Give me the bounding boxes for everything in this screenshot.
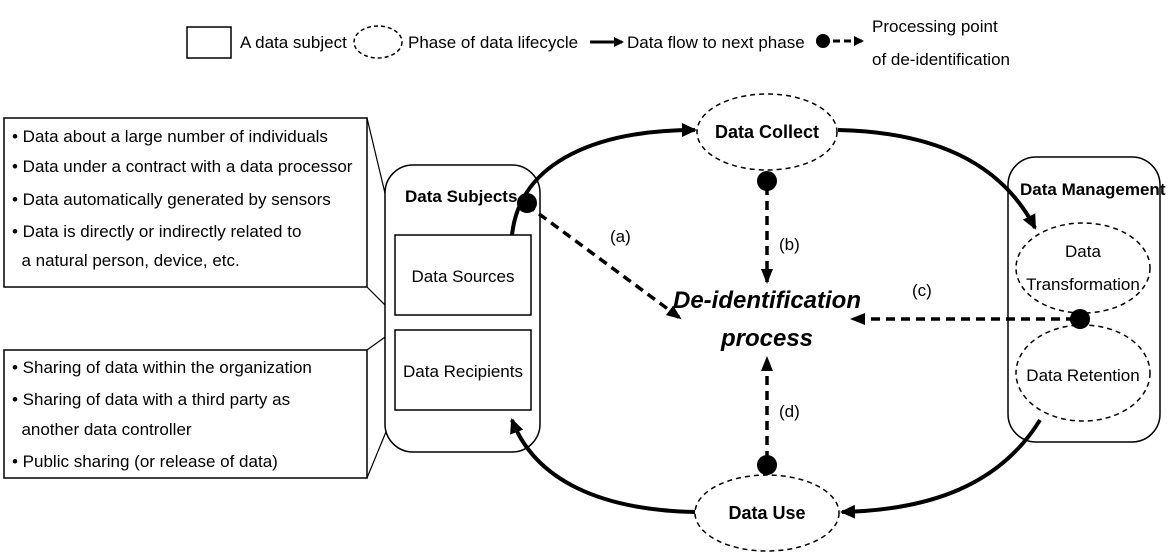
legend-processing-label-1: Processing point [872, 17, 998, 36]
data-sources-box [394, 234, 532, 316]
data-management-title: Data Management [1020, 180, 1166, 199]
center-process-line-1: De-identification [673, 287, 861, 314]
deid-arrows [525, 186, 1075, 460]
phase-data-use: Data Use [694, 474, 840, 552]
phase-retention-label: Data Retention [1026, 366, 1139, 385]
flow-collect-to-management [837, 128, 1037, 230]
point-label-c: (c) [912, 281, 932, 300]
legend: A data subject Phase of data lifecycle D… [186, 17, 1010, 69]
recipients-notes: • Sharing of data within the organizatio… [3, 349, 368, 479]
recipients-note-2: • Sharing of data with a third party as [12, 390, 290, 409]
point-label-a: (a) [610, 227, 631, 246]
phase-use-label: Data Use [728, 503, 805, 523]
legend-subject-box [186, 26, 232, 59]
recipients-note-3: another data controller [12, 420, 192, 439]
legend-phase-ellipse [353, 25, 403, 59]
data-recipients-box [394, 329, 532, 411]
legend-subject-label: A data subject [240, 33, 347, 52]
legend-flow-label: Data flow to next phase [627, 33, 805, 52]
phase-transformation-label-2: Transformation [1026, 275, 1140, 294]
phase-transformation-label-1: Data [1065, 242, 1101, 261]
sources-note-3: • Data automatically generated by sensor… [12, 190, 331, 209]
phase-data-retention: Data Retention [1015, 324, 1151, 422]
flow-use-to-subjects [510, 418, 696, 514]
processing-point-d [757, 455, 777, 475]
phase-collect-label: Data Collect [715, 122, 819, 142]
sources-notes: • Data about a large number of individua… [3, 117, 368, 288]
processing-point-c [1070, 309, 1090, 329]
sources-note-5: a natural person, device, etc. [12, 251, 240, 270]
point-label-d: (d) [779, 402, 800, 421]
processing-point-b [757, 171, 777, 191]
processing-points [517, 171, 1090, 475]
data-subjects-group: Data Subjects Data Sources Data Recipien… [384, 164, 541, 453]
sources-note-2: • Data under a contract with a data proc… [12, 157, 353, 176]
legend-processing-label-2: of de-identification [872, 50, 1010, 69]
flow-subjects-to-collect [510, 123, 697, 236]
recipients-note-4: • Public sharing (or release of data) [12, 452, 278, 471]
data-subjects-title: Data Subjects [405, 187, 517, 206]
legend-processing-dot [816, 34, 830, 48]
deid-arrow-a [525, 203, 682, 320]
center-process-line-2: process [720, 325, 813, 352]
lifecycle-flows [510, 123, 1042, 519]
phase-data-transformation: Data Transformation [1015, 222, 1151, 314]
sources-note-4: • Data is directly or indirectly related… [12, 222, 301, 241]
point-label-b: (b) [779, 235, 800, 254]
data-recipients-label: Data Recipients [403, 362, 523, 381]
recipients-note-1: • Sharing of data within the organizatio… [12, 358, 312, 377]
data-sources-label: Data Sources [412, 267, 515, 286]
flow-management-to-use [840, 418, 1042, 519]
legend-phase-label: Phase of data lifecycle [408, 33, 578, 52]
processing-point-a [517, 193, 537, 213]
sources-note-1: • Data about a large number of individua… [12, 127, 328, 146]
phase-data-collect: Data Collect [696, 93, 838, 171]
